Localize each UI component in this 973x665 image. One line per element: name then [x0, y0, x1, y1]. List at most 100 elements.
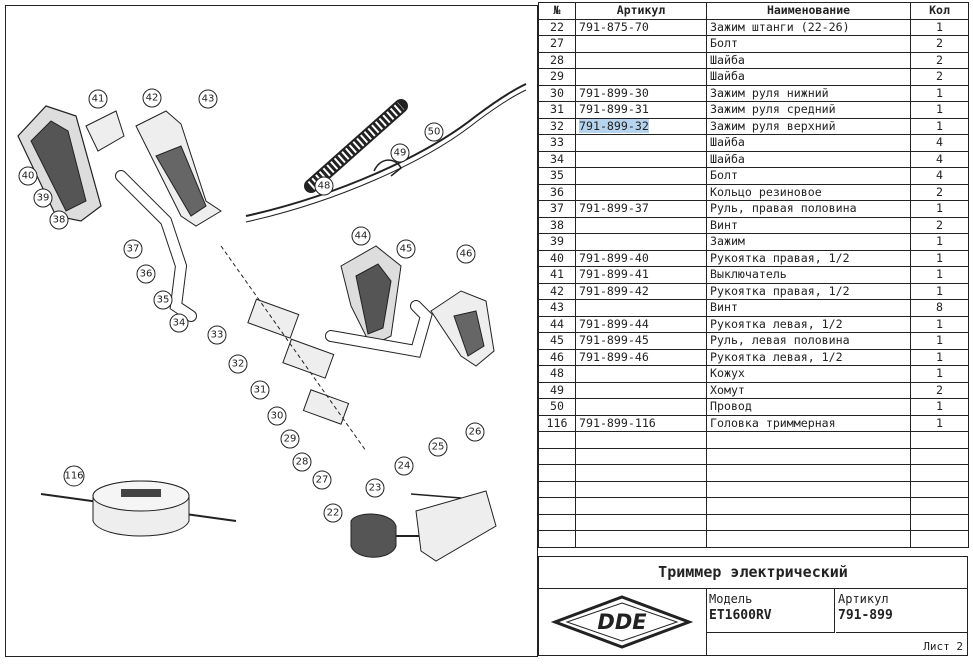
svg-text:DDE: DDE	[597, 610, 647, 634]
cell-no: 46	[538, 348, 576, 366]
svg-text:36: 36	[140, 269, 153, 280]
svg-text:22: 22	[327, 508, 340, 519]
cell-article: 791-899-37	[575, 200, 707, 218]
callout-33: 33	[207, 325, 227, 345]
cell-article	[575, 150, 707, 168]
cell-name: Зажим руля нижний	[706, 84, 911, 102]
cell-qty: 1	[910, 233, 969, 251]
svg-text:41: 41	[92, 94, 105, 105]
cell-name: Болт	[706, 167, 911, 185]
cell-qty: 1	[910, 117, 969, 135]
cell-qty: 1	[910, 200, 969, 218]
svg-text:45: 45	[400, 244, 413, 255]
callout-116: 116	[63, 465, 85, 487]
cell-qty: 1	[910, 365, 969, 383]
cell-article: 791-899-30	[575, 84, 707, 102]
cell-name: Шайба	[706, 51, 911, 69]
callout-22: 22	[323, 503, 343, 523]
cell-qty: 1	[910, 84, 969, 102]
svg-text:116: 116	[64, 471, 83, 482]
callout-35: 35	[153, 290, 173, 310]
cell-article	[575, 167, 707, 185]
parts-table-header: № Артикул Наименование Кол	[538, 2, 969, 20]
callout-27: 27	[312, 470, 332, 490]
cell-qty: 2	[910, 381, 969, 399]
model-value: ET1600RV	[709, 608, 772, 623]
cell-name: Шайба	[706, 150, 911, 168]
svg-text:25: 25	[432, 442, 445, 453]
svg-text:43: 43	[202, 94, 215, 105]
empty-cell	[706, 530, 911, 548]
callout-50: 50	[424, 122, 444, 142]
cell-no: 27	[538, 35, 576, 53]
empty-cell	[706, 497, 911, 515]
cell-no: 39	[538, 233, 576, 251]
callout-45: 45	[396, 239, 416, 259]
callout-28: 28	[292, 452, 312, 472]
cell-qty: 1	[910, 398, 969, 416]
cell-no: 22	[538, 18, 576, 36]
empty-cell	[910, 530, 969, 548]
cell-article: 791-899-40	[575, 249, 707, 267]
cell-no: 37	[538, 200, 576, 218]
empty-cell	[538, 497, 576, 515]
callout-41: 41	[88, 89, 108, 109]
cell-no: 44	[538, 315, 576, 333]
cell-name: Выключатель	[706, 266, 911, 284]
callout-43: 43	[198, 89, 218, 109]
cell-article: 791-899-45	[575, 332, 707, 350]
cell-no: 41	[538, 266, 576, 284]
empty-cell	[910, 447, 969, 465]
cell-article: 791-899-42	[575, 282, 707, 300]
cell-article: 791-899-31	[575, 101, 707, 119]
cell-article	[575, 365, 707, 383]
empty-cell	[706, 431, 911, 449]
header-qty: Кол	[910, 2, 969, 20]
empty-table-row	[538, 447, 969, 465]
empty-cell	[538, 464, 576, 482]
cell-name: Головка триммерная	[706, 414, 911, 432]
cell-name: Шайба	[706, 68, 911, 86]
svg-text:23: 23	[369, 483, 382, 494]
empty-cell	[575, 447, 707, 465]
cell-article: 791-899-32	[575, 117, 707, 135]
svg-text:39: 39	[37, 193, 50, 204]
selected-article-text[interactable]: 791-899-32	[579, 118, 649, 133]
cell-name: Винт	[706, 216, 911, 234]
cell-no: 33	[538, 134, 576, 152]
cell-no: 28	[538, 51, 576, 69]
empty-cell	[910, 431, 969, 449]
cell-no: 35	[538, 167, 576, 185]
svg-text:30: 30	[271, 411, 284, 422]
callout-37: 37	[123, 239, 143, 259]
cell-no: 49	[538, 381, 576, 399]
empty-table-row	[538, 464, 969, 482]
svg-text:44: 44	[355, 231, 368, 242]
callout-26: 26	[465, 422, 485, 442]
cell-name: Руль, левая половина	[706, 332, 911, 350]
empty-table-row	[538, 530, 969, 548]
cell-name: Рукоятка левая, 1/2	[706, 315, 911, 333]
empty-cell	[538, 447, 576, 465]
title-block: Триммер электрический DDE Модель ET1600R…	[538, 556, 968, 656]
cell-qty: 1	[910, 282, 969, 300]
cell-article	[575, 68, 707, 86]
cell-name: Руль, правая половина	[706, 200, 911, 218]
svg-text:46: 46	[460, 249, 473, 260]
